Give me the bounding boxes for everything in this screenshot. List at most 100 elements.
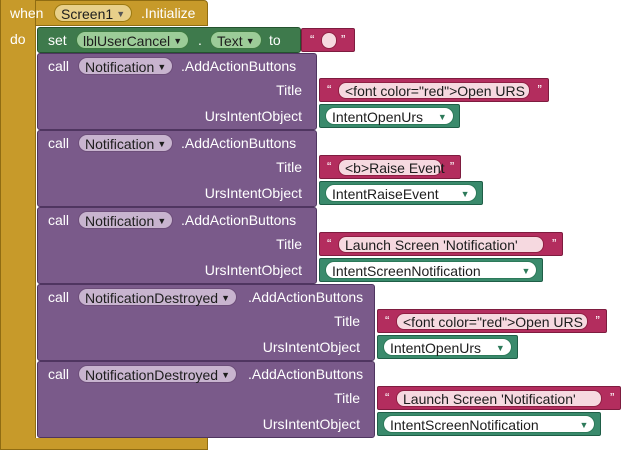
open-quote-icon: “ [327, 236, 332, 251]
screen-component-label: Screen1 [61, 6, 114, 22]
label-component-name: lblUserCancel [83, 33, 171, 49]
intent-component-block[interactable]: IntentScreenNotification ▼ [377, 412, 602, 436]
close-quote-icon: ” [449, 159, 455, 174]
chevron-down-icon[interactable]: ▼ [116, 9, 126, 19]
chevron-down-icon[interactable]: ▼ [221, 293, 231, 303]
title-text-block[interactable]: “ <font color="red">Open URS ” [319, 78, 549, 102]
close-quote-icon: ” [537, 82, 542, 97]
title-text-field[interactable]: Launch Screen 'Notification' [338, 236, 545, 253]
notification-component-dropdown[interactable]: Notification ▼ [78, 134, 174, 152]
title-text-field[interactable]: <font color="red">Open URS [338, 82, 530, 99]
intent-arg-label: UrsIntentObject [262, 339, 360, 355]
open-quote-icon: “ [327, 82, 332, 97]
title-text-block[interactable]: “ Launch Screen 'Notification' ” [377, 386, 622, 410]
notification-component-dropdown[interactable]: NotificationDestroyed ▼ [78, 288, 238, 306]
dot-label: . [198, 32, 202, 48]
property-name: Text [217, 33, 243, 49]
close-quote-icon: ” [341, 32, 346, 47]
title-arg-label: Title [276, 159, 302, 175]
intent-component-block[interactable]: IntentScreenNotification ▼ [319, 258, 544, 282]
intent-component-name: IntentOpenUrs [390, 340, 482, 356]
chevron-down-icon[interactable]: ▼ [521, 266, 531, 276]
intent-arg-label: UrsIntentObject [204, 185, 302, 201]
title-arg-label: Title [334, 390, 360, 406]
chevron-down-icon[interactable]: ▼ [495, 343, 505, 353]
intent-component-dropdown[interactable]: IntentScreenNotification ▼ [383, 415, 596, 433]
intent-arg-label: UrsIntentObject [204, 262, 302, 278]
notification-component-dropdown[interactable]: Notification ▼ [78, 57, 174, 75]
set-text-block[interactable]: set lblUserCancel ▼ . Text ▼ to [37, 27, 301, 53]
intent-arg-label: UrsIntentObject [262, 416, 360, 432]
chevron-down-icon[interactable]: ▼ [173, 36, 183, 46]
intent-arg-label: UrsIntentObject [204, 108, 302, 124]
intent-component-dropdown[interactable]: IntentOpenUrs ▼ [383, 338, 512, 356]
call-label: call [48, 58, 70, 74]
notification-component-name: Notification [85, 213, 155, 229]
to-label: to [269, 32, 281, 48]
intent-component-block[interactable]: IntentOpenUrs ▼ [319, 104, 460, 128]
title-text-block[interactable]: “ <font color="red">Open URS ” [377, 309, 607, 333]
open-quote-icon: “ [385, 390, 390, 405]
method-name-label: .AddActionButtons [248, 289, 364, 305]
chevron-down-icon[interactable]: ▼ [579, 420, 589, 430]
call-label: call [48, 289, 70, 305]
call-add-action-buttons-block[interactable]: call NotificationDestroyed ▼ .AddActionB… [37, 284, 375, 361]
call-label: call [48, 135, 70, 151]
intent-component-dropdown[interactable]: IntentOpenUrs ▼ [325, 107, 454, 125]
event-name-label: .Initialize [141, 5, 196, 21]
chevron-down-icon[interactable]: ▼ [157, 216, 167, 226]
notification-component-name: NotificationDestroyed [85, 290, 219, 306]
call-add-action-buttons-block[interactable]: call Notification ▼ .AddActionButtons Ti… [37, 207, 317, 284]
notification-component-dropdown[interactable]: NotificationDestroyed ▼ [78, 365, 238, 383]
intent-component-dropdown[interactable]: IntentRaiseEvent ▼ [325, 184, 477, 202]
title-text-field[interactable]: <font color="red">Open URS [396, 313, 588, 330]
chevron-down-icon[interactable]: ▼ [157, 139, 167, 149]
intent-component-name: IntentRaiseEvent [332, 186, 439, 202]
notification-component-name: NotificationDestroyed [85, 367, 219, 383]
when-label: when [10, 5, 44, 21]
label-component-dropdown[interactable]: lblUserCancel ▼ [76, 31, 190, 49]
notification-component-name: Notification [85, 136, 155, 152]
method-name-label: .AddActionButtons [181, 212, 297, 228]
set-label: set [48, 32, 67, 48]
intent-component-block[interactable]: IntentRaiseEvent ▼ [319, 181, 483, 205]
call-label: call [48, 212, 70, 228]
chevron-down-icon[interactable]: ▼ [460, 189, 470, 199]
empty-text-block[interactable]: “ ” [301, 28, 355, 52]
open-quote-icon: “ [327, 159, 332, 174]
screen-component-dropdown[interactable]: Screen1 ▼ [54, 4, 133, 22]
intent-component-name: IntentScreenNotification [332, 263, 481, 279]
event-block-screen1-initialize[interactable]: when Screen1 ▼ .Initialize do [0, 0, 208, 450]
open-quote-icon: “ [385, 313, 390, 328]
title-text-block[interactable]: “ Launch Screen 'Notification' ” [319, 232, 564, 256]
notification-component-dropdown[interactable]: Notification ▼ [78, 211, 174, 229]
notification-component-name: Notification [85, 59, 155, 75]
method-name-label: .AddActionButtons [181, 58, 297, 74]
open-quote-icon: “ [310, 32, 315, 47]
title-text-field[interactable]: <b>Raise Event [338, 159, 445, 176]
title-arg-label: Title [276, 236, 302, 252]
close-quote-icon: ” [552, 236, 557, 251]
empty-text-field[interactable] [321, 32, 337, 49]
call-add-action-buttons-block[interactable]: call NotificationDestroyed ▼ .AddActionB… [37, 361, 375, 438]
method-name-label: .AddActionButtons [181, 135, 297, 151]
call-label: call [48, 366, 70, 382]
intent-component-name: IntentScreenNotification [390, 417, 539, 433]
property-dropdown[interactable]: Text ▼ [210, 31, 262, 49]
title-text-block[interactable]: “ <b>Raise Event ” [319, 155, 462, 179]
call-add-action-buttons-block[interactable]: call Notification ▼ .AddActionButtons Ti… [37, 130, 317, 207]
method-name-label: .AddActionButtons [248, 366, 364, 382]
intent-component-name: IntentOpenUrs [332, 109, 424, 125]
intent-component-dropdown[interactable]: IntentScreenNotification ▼ [325, 261, 538, 279]
chevron-down-icon[interactable]: ▼ [157, 62, 167, 72]
chevron-down-icon[interactable]: ▼ [437, 112, 447, 122]
chevron-down-icon[interactable]: ▼ [221, 370, 231, 380]
do-label: do [10, 31, 26, 47]
intent-component-block[interactable]: IntentOpenUrs ▼ [377, 335, 518, 359]
chevron-down-icon[interactable]: ▼ [245, 36, 255, 46]
close-quote-icon: ” [595, 313, 600, 328]
title-arg-label: Title [334, 313, 360, 329]
close-quote-icon: ” [610, 390, 615, 405]
title-text-field[interactable]: Launch Screen 'Notification' [396, 390, 603, 407]
call-add-action-buttons-block[interactable]: call Notification ▼ .AddActionButtons Ti… [37, 53, 317, 130]
